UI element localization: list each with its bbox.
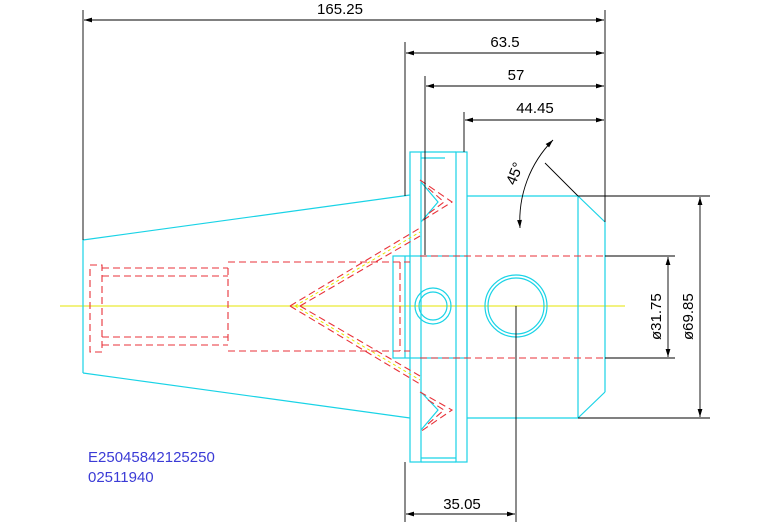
extension-lines (82, 10, 710, 522)
hidden-lines (89, 179, 605, 433)
dim-arc-chamfer (517, 139, 554, 229)
part-code: E25045842125250 (88, 449, 215, 466)
dim-groove-to-end: 57 (508, 67, 525, 84)
dim-overall-length: 165.25 (317, 1, 363, 18)
dim-body-diameter: ø69.85 (680, 293, 697, 340)
dimension-lines (84, 17, 703, 517)
dim-hole-offset: 35.05 (443, 496, 481, 513)
flange (409, 151, 468, 463)
dim-body-length: 44.45 (516, 100, 554, 117)
part-number: 02511940 (88, 469, 154, 486)
cone-highlight (294, 231, 421, 381)
dim-flange-to-end: 63.5 (490, 34, 519, 51)
dim-chamfer-angle: 45° (503, 160, 527, 187)
dim-bore-diameter: ø31.75 (648, 293, 665, 340)
taper-shank (82, 194, 411, 419)
